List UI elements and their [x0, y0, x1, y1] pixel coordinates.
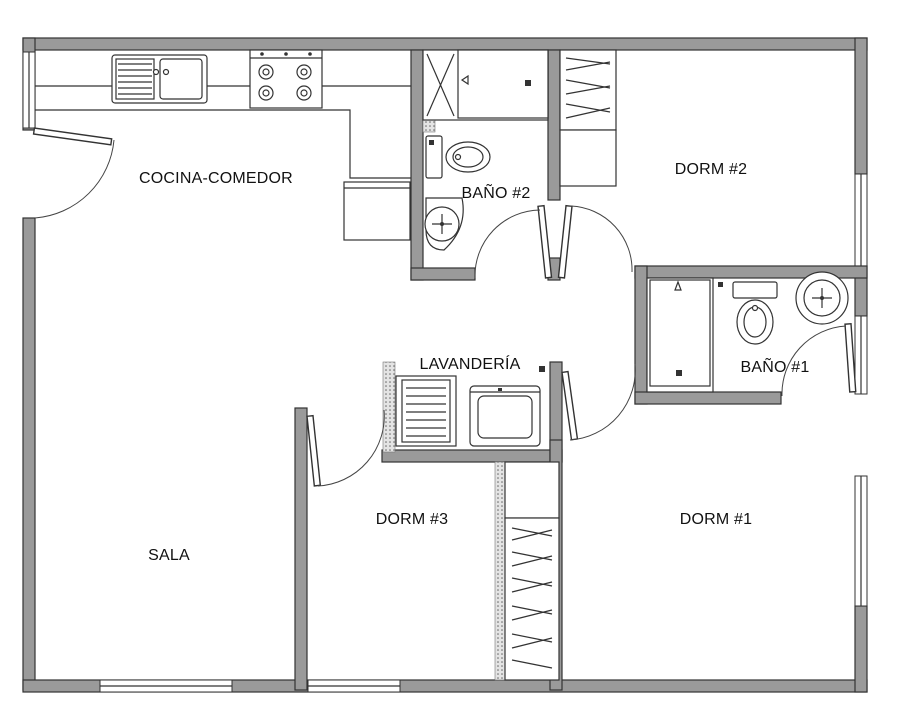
exterior-walls — [22, 37, 868, 693]
window-kitchen-left — [22, 51, 36, 129]
window-bedroom1-right — [854, 475, 868, 607]
window-bedroom3-bottom — [307, 679, 401, 693]
wall-bath2-bedroom2 — [547, 49, 561, 201]
label-bathroom-1: BAÑO #1 — [741, 356, 810, 376]
bathroom-2-fixtures — [422, 49, 549, 251]
shower-icon — [422, 49, 549, 121]
washbasin-icon — [718, 271, 849, 325]
wall-living-bedroom3 — [294, 407, 308, 691]
room-labels: COCINA-COMEDOR BAÑO #2 DORM #2 BAÑO #1 L… — [139, 161, 809, 564]
laundry-fixtures — [395, 366, 545, 447]
refrigerator-icon — [343, 181, 411, 241]
exterior-wall-right-lower — [854, 605, 868, 693]
washbasin-icon — [424, 140, 464, 251]
label-kitchen-dining: COCINA-COMEDOR — [139, 170, 293, 187]
door-bedroom-2 — [557, 204, 633, 279]
door-bathroom-1 — [781, 323, 857, 397]
laundry-hatched-wall — [382, 361, 396, 453]
toilet-icon — [732, 281, 778, 345]
washing-machine-icon — [469, 385, 541, 447]
windows — [22, 51, 868, 693]
exterior-wall-left-lower — [22, 217, 36, 691]
shower-icon — [646, 277, 714, 393]
window-living-bottom — [99, 679, 233, 693]
door-bedroom-3 — [306, 409, 385, 487]
bedroom-2-closet — [559, 49, 617, 187]
kitchen — [35, 49, 411, 241]
door-main-entrance — [32, 127, 115, 219]
exterior-wall-right-upper — [854, 37, 868, 175]
wall-bath2-bottom — [410, 267, 476, 281]
sink-icon — [111, 54, 208, 104]
door-bathroom-2 — [474, 204, 553, 279]
wall-bath2-left — [410, 49, 424, 281]
wall-bath1-bottom — [634, 391, 782, 405]
exterior-wall-top — [22, 37, 868, 51]
doors — [32, 127, 857, 487]
label-bedroom-3: DORM #3 — [376, 511, 449, 528]
label-living-room: SALA — [148, 547, 190, 564]
bathroom-1-fixtures — [646, 271, 849, 393]
toilet-icon — [425, 135, 491, 179]
wall-bath1-left — [634, 265, 648, 405]
bedroom-1-closet — [504, 461, 560, 681]
drain-marker — [539, 366, 545, 372]
label-bedroom-1: DORM #1 — [680, 511, 753, 528]
bath2-hatched-wall — [422, 119, 436, 133]
label-bedroom-2: DORM #2 — [675, 161, 748, 178]
window-bedroom2-right — [854, 173, 868, 267]
wall-laundry-bottom — [381, 449, 563, 463]
window-bathroom1-right — [854, 315, 868, 395]
closet-hatched-wall — [494, 461, 506, 681]
kitchen-counter — [35, 109, 411, 179]
label-bathroom-2: BAÑO #2 — [462, 182, 531, 202]
laundry-sink-icon — [395, 375, 457, 447]
door-laundry-bedroom-1 — [561, 363, 636, 441]
stove-icon — [249, 49, 323, 109]
label-laundry: LAVANDERÍA — [420, 354, 521, 373]
